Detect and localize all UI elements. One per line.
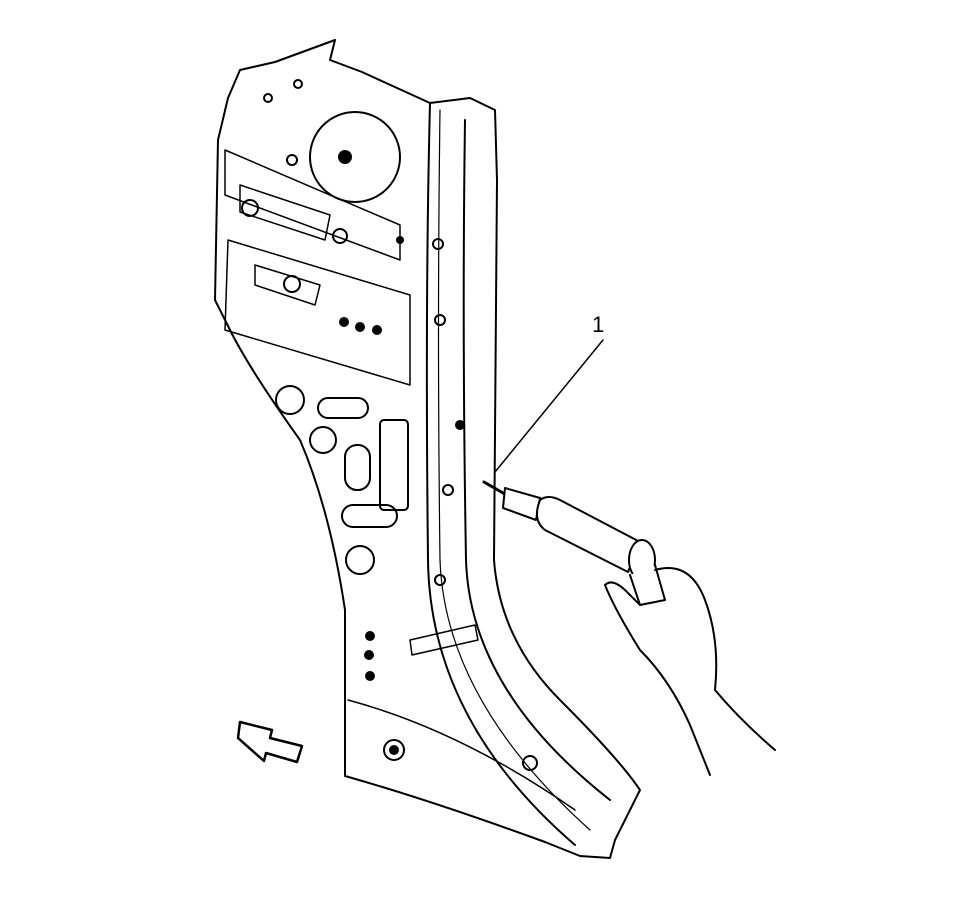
cover-center: [338, 150, 352, 164]
panel-outline: [214, 39, 641, 859]
bracket-2: [254, 264, 321, 306]
callout-label-1: 1: [592, 312, 605, 337]
drill-icon: [482, 480, 666, 606]
reinforcement-1: [224, 149, 401, 261]
pillar-edge: [425, 102, 576, 846]
strap: [409, 624, 479, 656]
round-cover: [309, 111, 401, 203]
holes: [241, 79, 538, 771]
hand-icon: [604, 567, 776, 776]
sill-line: [347, 699, 576, 811]
callout-leader: [494, 339, 604, 473]
pillar-flange: [437, 109, 591, 831]
direction-arrow-icon: [236, 720, 304, 764]
reinforcement-2: [224, 239, 411, 386]
pillar-edge-inner: [462, 119, 611, 801]
bracket: [239, 184, 331, 241]
